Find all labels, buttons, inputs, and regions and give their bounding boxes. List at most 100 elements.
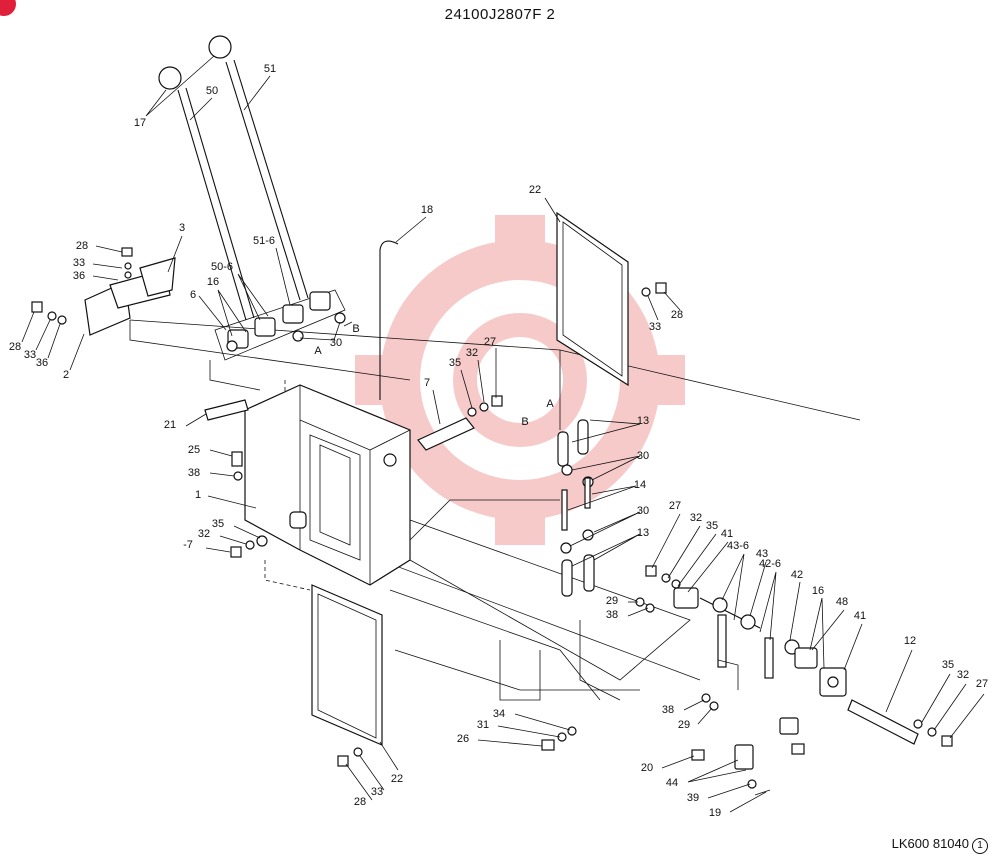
callout-labels: 1750513283336650-651-616BA30283336218223…: [9, 63, 988, 819]
callout-label-l35c: 35: [706, 520, 718, 532]
callout-label-l7b: -7: [183, 539, 193, 551]
corner-badge: [0, 0, 16, 16]
callout-label-l30a: 30: [330, 337, 342, 349]
knob-17-right: [208, 35, 232, 59]
leader-lines: [21, 55, 985, 813]
drawing-title: 24100J2807F 2: [444, 6, 556, 23]
callout-label-l14: 14: [634, 479, 646, 491]
callout-label-l35a: 35: [449, 357, 461, 369]
callout-label-l27a: 27: [484, 336, 496, 348]
callout-label-lB2: B: [521, 416, 528, 428]
callout-label-l20: 20: [641, 762, 653, 774]
callout-label-l34: 34: [493, 708, 505, 720]
watermark-tooth-bottom: [495, 495, 545, 545]
shaft-12: [847, 699, 919, 745]
callout-label-l38a: 38: [188, 467, 200, 479]
revision-circle: 1: [972, 838, 988, 854]
block-48: [794, 647, 818, 669]
callout-label-l30c: 30: [637, 505, 649, 517]
shaft-7: [417, 417, 475, 451]
rod-assembly-13-14: [557, 419, 595, 597]
callout-label-l28d: 28: [354, 796, 366, 808]
callout-label-l44: 44: [666, 777, 678, 789]
bracket-21: [204, 399, 249, 421]
callout-label-l33d: 33: [371, 786, 383, 798]
callout-label-l33a: 33: [73, 257, 85, 269]
knob-17-left: [158, 66, 182, 90]
callout-label-l28c: 28: [671, 309, 683, 321]
callout-label-l30b: 30: [637, 450, 649, 462]
box-boss: [289, 511, 307, 529]
callout-label-l27c: 27: [976, 678, 988, 690]
bracket-3: [139, 257, 176, 297]
callout-label-l3: 3: [179, 222, 185, 234]
callout-label-l51_6: 51-6: [253, 235, 275, 247]
callout-label-l32d: 32: [957, 669, 969, 681]
callout-label-l32b: 32: [198, 528, 210, 540]
box-hole: [383, 453, 397, 467]
callout-label-l48: 48: [836, 596, 848, 608]
callout-label-l25: 25: [188, 444, 200, 456]
callout-label-l41b: 41: [854, 610, 866, 622]
misc-bolts: [230, 282, 953, 767]
callout-label-l35b: 35: [212, 518, 224, 530]
callout-label-lB1: B: [352, 323, 359, 335]
callout-label-l17: 17: [134, 117, 146, 129]
callout-label-l19: 19: [709, 807, 721, 819]
callout-label-l31: 31: [477, 719, 489, 731]
callout-label-l16a: 16: [207, 276, 219, 288]
callout-label-l33c: 33: [649, 321, 661, 333]
callout-label-lA1: A: [314, 345, 322, 357]
right-linkage: [673, 587, 847, 697]
watermark-inner-ring: [453, 313, 587, 447]
rod-18: [379, 240, 399, 400]
callout-label-l41a: 41: [721, 528, 733, 540]
lower-pins: [691, 717, 805, 796]
callout-label-l36b: 36: [36, 357, 48, 369]
callout-label-l29a: 29: [606, 595, 618, 607]
callout-label-l26: 26: [457, 733, 469, 745]
callout-label-l42_6: 42-6: [759, 558, 781, 570]
cover-plate-lower: [311, 584, 383, 746]
callout-label-l13a: 13: [637, 415, 649, 427]
callout-label-lA2: A: [546, 398, 554, 410]
callout-label-l38b: 38: [606, 609, 618, 621]
callout-label-l22b: 22: [391, 773, 403, 785]
left-bolts: [31, 247, 133, 325]
callout-label-l6: 6: [190, 289, 196, 301]
arm-42: [764, 637, 774, 679]
callout-label-l42: 42: [791, 569, 803, 581]
callout-label-l38c: 38: [662, 704, 674, 716]
callout-label-l13b: 13: [637, 527, 649, 539]
callout-label-l27b: 27: [669, 500, 681, 512]
callout-label-l35d: 35: [942, 659, 954, 671]
callout-label-l21: 21: [164, 419, 176, 431]
callout-label-l32a: 32: [466, 347, 478, 359]
callout-label-l1: 1: [195, 489, 201, 501]
callout-label-l29b: 29: [678, 719, 690, 731]
callout-label-l36a: 36: [73, 270, 85, 282]
callout-label-l16b: 16: [812, 585, 824, 597]
block-41-left: [673, 587, 699, 609]
callout-label-l43: 43: [756, 548, 768, 560]
callout-label-l28b: 28: [9, 341, 21, 353]
callout-label-l2: 2: [63, 369, 69, 381]
lever-50: [158, 66, 255, 321]
lever-mount-plate: [214, 289, 346, 361]
watermark-tooth-right: [635, 355, 685, 405]
lever-51: [208, 35, 309, 301]
footer-code: LK600 81040: [891, 836, 969, 851]
callout-label-l22a: 22: [529, 184, 541, 196]
callout-label-l28a: 28: [76, 240, 88, 252]
callout-label-l12: 12: [904, 635, 916, 647]
callout-label-l7a: 7: [424, 377, 430, 389]
callout-label-l18: 18: [421, 204, 433, 216]
callout-label-l50: 50: [206, 85, 218, 97]
callout-label-l43_6: 43-6: [727, 540, 749, 552]
cover-plate-upper: [556, 211, 629, 387]
arm-43: [717, 614, 727, 668]
callout-label-l39: 39: [687, 792, 699, 804]
lever-joints: [226, 291, 346, 352]
